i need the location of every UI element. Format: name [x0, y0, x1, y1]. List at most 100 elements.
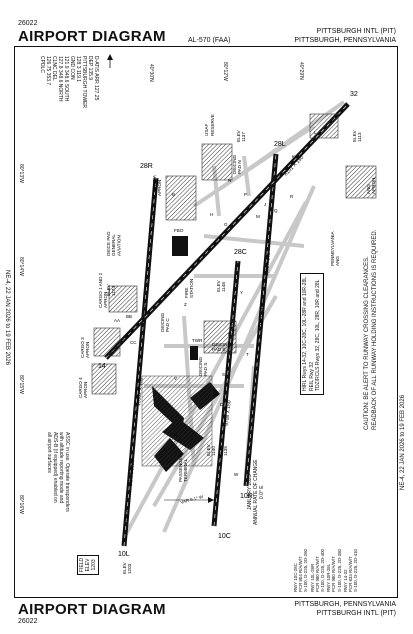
magvar-arrow	[164, 497, 214, 503]
usaf-reserve-area	[201, 143, 233, 181]
label-cargo-a: CARGO AAPRON	[152, 174, 162, 196]
twy-d: D	[220, 402, 224, 407]
magvar-note: JANUARY 2025 ANNUAL RATE OF CHANGE 0.0° …	[247, 459, 265, 525]
label-deicing-pad-s: DEICINGPAD S	[198, 356, 208, 376]
lon-left-2: 80°14'W	[18, 257, 24, 276]
twy-cc: CC	[130, 340, 137, 345]
twy-s: S	[222, 372, 225, 377]
freq-atis: D-ATIS ARR 127.25	[93, 56, 99, 101]
footer-title: AIRPORT DIAGRAM	[18, 601, 166, 618]
strength-l1: PCR 980 R/A/W/T	[331, 556, 337, 592]
label-fbo: FBO	[174, 228, 184, 233]
twy-bb: BB	[126, 314, 132, 319]
twy-z: Z	[184, 302, 187, 307]
rwy-label-10r: 10R	[240, 493, 253, 500]
label-fire-station: FIRESTATION	[184, 279, 194, 298]
cargo-12-apron-area	[108, 285, 138, 313]
field-elev-box: FIELD ELEV 1203	[77, 554, 99, 575]
rwy-10l-hdg: 101.1°	[124, 508, 130, 522]
lon-left-3: 80°15'W	[18, 375, 24, 394]
assc-note: ASSC in use. Operate transponders with a…	[46, 432, 70, 512]
label-elev-1203: ELEV1203	[122, 561, 132, 574]
label-usaf: USAF	[204, 124, 209, 136]
label-cargo4: CARGO 4APRON	[78, 377, 88, 398]
twy-w: W	[234, 472, 239, 477]
fbo-building	[172, 236, 188, 256]
twy-h: H	[210, 212, 213, 217]
lon-left-1: 80°13'W	[18, 164, 24, 183]
label-elev-1140: ELEV1140	[206, 443, 216, 456]
assc-line-1: ASSC in use. Operate transponders	[64, 432, 70, 512]
cargo-3-apron-area	[93, 327, 121, 357]
freq-gnd-north: 127.8 348.6 NORTH	[57, 56, 63, 102]
chart-title: AIRPORT DIAGRAM	[18, 28, 166, 45]
rwy-10l-28r-dim: 10502 X 150	[136, 377, 144, 406]
rwy-28r-hdg: 281.1°	[142, 302, 148, 316]
runway-10r-28l	[243, 153, 279, 487]
label-cargo3: CARGO 3APRON	[80, 337, 90, 358]
label-cargo12: CARGO 1 AND 2APRON	[98, 272, 108, 308]
taxiway-labels: A B C D E F G H J K L M N P Q R S T V W …	[114, 130, 317, 477]
footer-number: 26022	[18, 618, 38, 625]
airport-city-header: PITTSBURGH, PENNSYLVANIA	[294, 37, 396, 44]
twy-e: E	[228, 332, 231, 337]
cycle-right: NE-4, 22 JAN 2026 to 19 FEB 2026	[400, 394, 406, 490]
label-reserve: RESERVE	[210, 114, 215, 136]
twy-q: Q	[274, 208, 278, 213]
twy-m: M	[256, 214, 260, 219]
label-deicing-pad-n: DEICINGPAD N	[232, 154, 242, 174]
deicing-pad-e-apron	[203, 320, 237, 354]
rwy-10r-28l-dim: 10775 X 150	[258, 297, 266, 326]
terminal-complex	[141, 375, 220, 472]
rwy-label-28c: 28C	[234, 249, 247, 256]
twy-a: A	[164, 447, 167, 452]
strength-l2: S-100, D-225, 2D-350	[336, 549, 342, 592]
twy-k: K	[292, 154, 295, 159]
rwy-label-32: 32	[350, 91, 358, 98]
rwy-label-14: 14	[98, 363, 106, 370]
label-deice-pad: DEICE PADGENERALAVIATION	[106, 231, 121, 256]
label-twr: TWR	[192, 338, 203, 343]
frequency-block: D-ATIS ARR 127.25 DEP 135.9 PITTSBURGH T…	[39, 56, 99, 108]
twy-r: R	[290, 194, 294, 199]
twy-l: L	[314, 130, 317, 135]
twy-b: B	[172, 192, 175, 197]
twy-p: P	[244, 192, 247, 197]
assc-line-3: ADS-B (if equipped) enabled on	[52, 432, 58, 503]
deicing-north-area	[309, 113, 339, 139]
field-elev-line-3: 1203	[91, 559, 97, 571]
label-elev-1113: ELEV1113	[352, 129, 362, 142]
lat-top: 40°30'N	[148, 64, 154, 82]
twy-f: F	[254, 372, 257, 377]
lon-left-4: 80°16'W	[18, 495, 24, 514]
twy-aa: AA	[114, 318, 120, 323]
freq-clnc-values: 126.75 353.7	[45, 56, 51, 86]
caution-line-2: READBACK OF ALL RUNWAY HOLDING INSTRUCTI…	[372, 229, 378, 430]
rwy-10c-28c-dim: 9708 X 150	[224, 400, 233, 426]
assc-line-2: with altitude reporting mode and	[58, 432, 64, 504]
label-elev-1135: ELEV1135	[218, 443, 228, 456]
cycle-left: NE-4, 22 JAN 2026 to 19 FEB 2026	[4, 270, 10, 366]
strength-l2: S-100, D-225, 2D-410	[353, 549, 359, 592]
rwy-label-10c: 10C	[218, 533, 231, 540]
label-ang-apron: ANGAPRON	[366, 178, 376, 194]
rwy-label-28l: 28L	[274, 141, 286, 148]
runway-10c-28c	[211, 260, 241, 527]
chart-ident-note: AL-570 (FAA)	[188, 37, 231, 44]
freq-tower: PITTSBURGH TOWER	[81, 56, 87, 109]
rwy-ext-dim: 1500 X 240	[264, 252, 271, 276]
footer-city: PITTSBURGH, PENNSYLVANIA	[294, 601, 396, 608]
magvar-line-3: 0.0° E	[259, 485, 265, 500]
twy-c: C	[174, 432, 178, 437]
label-penn-ang: PENNSYLVANIAANG	[330, 231, 340, 266]
hirl-line-3: TDZ/RCLS Rwys 32, 28C, 10L, 28R, 10R and…	[315, 279, 321, 391]
rwy-label-10l: 10L	[118, 551, 130, 558]
twy-n: N	[228, 178, 231, 183]
declared-slope: 0.5% DOWN	[128, 460, 135, 486]
